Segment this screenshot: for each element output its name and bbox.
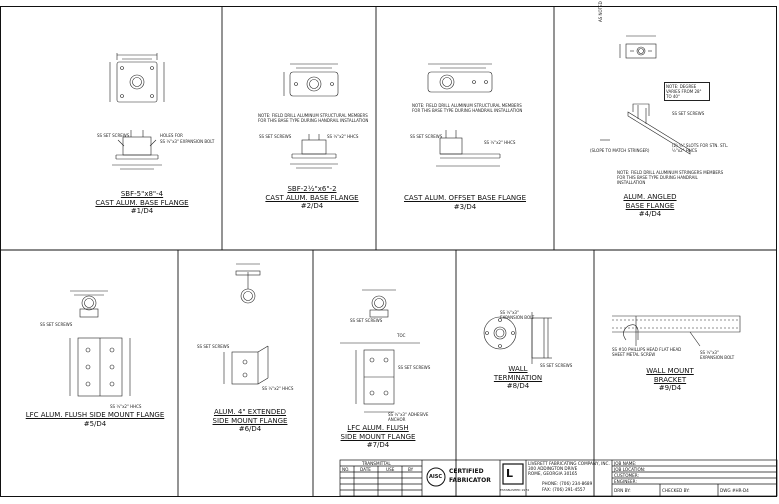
ss-set-screws-label-1: SS SET SCREWS [97, 133, 130, 138]
detail-4-title-line1: ALUM. ANGLED [623, 193, 677, 201]
company-phone: PHONE: (706) 234-8689 [542, 481, 593, 486]
detail-9-caption: WALL MOUNT BRACKET #9/D4 [630, 367, 710, 393]
detail-9-title-line2: BRACKET [653, 375, 687, 384]
detail-4-drawing [600, 35, 691, 155]
detail-6-drawing [223, 263, 269, 385]
col-no: NO. [342, 467, 350, 472]
detail-5-caption: LFC ALUM. FLUSH SIDE MOUNT FLANGE #5/D4 [20, 411, 170, 428]
company-city: ROME, GEORGIA 30165 [528, 471, 578, 476]
drawing-number: DWG #HR-D4 [720, 488, 749, 493]
detail-8-caption: WALL TERMINATION #8/D4 [478, 365, 558, 391]
ss-set-screws-label-7: SS SET SCREWS [350, 318, 383, 323]
detail-1-number: #1/D4 [130, 207, 154, 215]
detail-3-drawing [427, 63, 501, 167]
aisc-seal: AISC [429, 474, 443, 480]
company-logo: L [506, 467, 514, 480]
detail-8-number: #8/D4 [506, 382, 530, 390]
adhesive-anchor-label: SS ½"x3" ADHESIVE ANCHOR [388, 412, 429, 422]
hhcs-label-2: SS ½"x2" HHCS [327, 134, 359, 139]
detail-3-number: #3/D4 [453, 202, 477, 211]
checked-by-field: CHECKED BY: [662, 488, 690, 493]
detail-1-drawing [109, 53, 165, 170]
holes-for-label: HOLES FOR [160, 133, 183, 138]
as-noted-label: AS NOTED [598, 1, 603, 22]
degree-note: NOTE: DEGREE VARIES FROM 28° TO 40° [664, 82, 710, 101]
detail-6-caption: ALUM. 4" EXTENDED SIDE MOUNT FLANGE #6/D… [190, 408, 310, 434]
detail-9-drawing [612, 315, 741, 347]
detail-5-drawing [69, 290, 131, 397]
detail-1-title-line2: CAST ALUM. BASE FLANGE [95, 198, 189, 207]
expansion-bolt-label-1: SS ½"x3" EXPANSION BOLT [160, 139, 215, 144]
flat-head-screw-label: SS #10 PHILLIPS HEAD FLAT HEAD SHEET MET… [612, 347, 682, 357]
detail-7-title-line1: LFC ALUM. FLUSH [347, 424, 409, 432]
hhcs-label-3: SS ½"x2" HHCS [484, 140, 516, 145]
detail-6-number: #6/D4 [238, 425, 262, 433]
detail-3-caption: CAST ALUM. OFFSET BASE FLANGE #3/D4 [400, 194, 530, 211]
detail-4-caption: ALUM. ANGLED BASE FLANGE #4/D4 [590, 193, 710, 219]
expansion-bolt-label-8: SS ½"x3" EXPANSION BOLT [500, 310, 535, 320]
ss-set-screws-label-7b: SS SET SCREWS [398, 365, 431, 370]
ss-set-screws-label-8: SS SET SCREWS [540, 363, 573, 368]
col-use: USE [386, 467, 395, 472]
detail-2-drawing [283, 63, 339, 169]
detail-8-title-line2: TERMINATION [493, 373, 543, 382]
detail-1-caption: SBF-5"x8"-4 CAST ALUM. BASE FLANGE #1/D4 [80, 190, 204, 216]
field-drill-note-2: NOTE: FIELD DRILL ALUMINUM STRUCTURAL ME… [258, 113, 369, 123]
detail-7-caption: LFC ALUM. FLUSH SIDE MOUNT FLANGE #7/D4 [318, 424, 438, 450]
ss-set-screws-label-6: SS SET SCREWS [197, 344, 230, 349]
detail-9-title-line1: WALL MOUNT [646, 367, 694, 375]
fabricator-label: FABRICATOR [449, 477, 491, 484]
ss-set-screws-label-3: SS SET SCREWS [410, 134, 443, 139]
detail-7-title-line2: SIDE MOUNT FLANGE [340, 432, 416, 441]
expansion-bolt-label-9: SS ½"x3" EXPANSION BOLT [700, 350, 735, 360]
customer-field: CUSTOMER: [614, 473, 639, 478]
slots-label: (2) ½" SLOTS FOR STN. STL. ½"x2" HHCS [672, 143, 729, 153]
detail-5-number: #5/D4 [83, 419, 107, 428]
detail-2-number: #2/D4 [300, 202, 324, 210]
transmittal-header: TRANSMITTAL [362, 461, 391, 466]
detail-4-number: #4/D4 [638, 210, 662, 218]
col-date: DATE [360, 467, 371, 472]
ss-set-screws-label-4: SS SET SCREWS [672, 111, 705, 116]
ss-set-screws-label-5: SS SET SCREWS [40, 322, 73, 327]
col-by: BY [408, 467, 414, 472]
hhcs-label-6: SS ½"x2" HHCS [262, 386, 294, 391]
company-fax: FAX: (706) 291-4557 [542, 487, 586, 492]
ss-set-screws-label-2: SS SET SCREWS [259, 134, 292, 139]
detail-2-title-line2: CAST ALUM. BASE FLANGE [265, 193, 359, 202]
job-name-field: JOB NAME: [614, 461, 637, 466]
certified-label: CERTIFIED [449, 468, 484, 475]
toc-label: TOC [397, 333, 406, 338]
detail-3-title-line1: CAST ALUM. OFFSET BASE FLANGE [403, 194, 527, 202]
established-label: ESTABLISHED 1974 [500, 488, 530, 492]
detail-2-caption: SBF-2½"x6"-2 CAST ALUM. BASE FLANGE #2/D… [250, 185, 374, 211]
detail-8-title-line1: WALL [508, 365, 528, 373]
detail-7-number: #7/D4 [366, 441, 390, 449]
hhcs-label-5: SS ½"x2" HHCS [110, 404, 142, 409]
detail-2-title-line1: SBF-2½"x6"-2 [287, 185, 337, 193]
detail-8-drawing [483, 312, 552, 364]
detail-4-title-line2: BASE FLANGE [625, 201, 675, 210]
company-name: LIVERETT FABRICATING COMPANY, INC. [528, 461, 610, 466]
drn-by-field: DRN BY: [614, 488, 631, 493]
detail-6-title-line2: SIDE MOUNT FLANGE [212, 416, 288, 425]
detail-7-drawing [340, 289, 420, 413]
field-drill-note-4: NOTE: FIELD DRILL ALUMINUM STRINGERS MEM… [617, 170, 724, 185]
company-address: 300 ADDINGTON DRIVE [528, 466, 578, 471]
slope-label: (SLOPE TO MATCH STRINGER) [590, 148, 650, 153]
detail-5-title-line1: LFC ALUM. FLUSH SIDE MOUNT FLANGE [25, 411, 165, 419]
title-block-lines [339, 459, 778, 497]
detail-9-number: #9/D4 [658, 384, 682, 392]
engineer-field: ENGINEER: [614, 479, 637, 484]
detail-6-title-line1: ALUM. 4" EXTENDED [213, 408, 287, 416]
job-location-field: JOB LOCATION: [614, 467, 646, 472]
field-drill-note-3: NOTE: FIELD DRILL ALUMINUM STRUCTURAL ME… [412, 103, 523, 113]
detail-1-title-line1: SBF-5"x8"-4 [120, 190, 164, 198]
